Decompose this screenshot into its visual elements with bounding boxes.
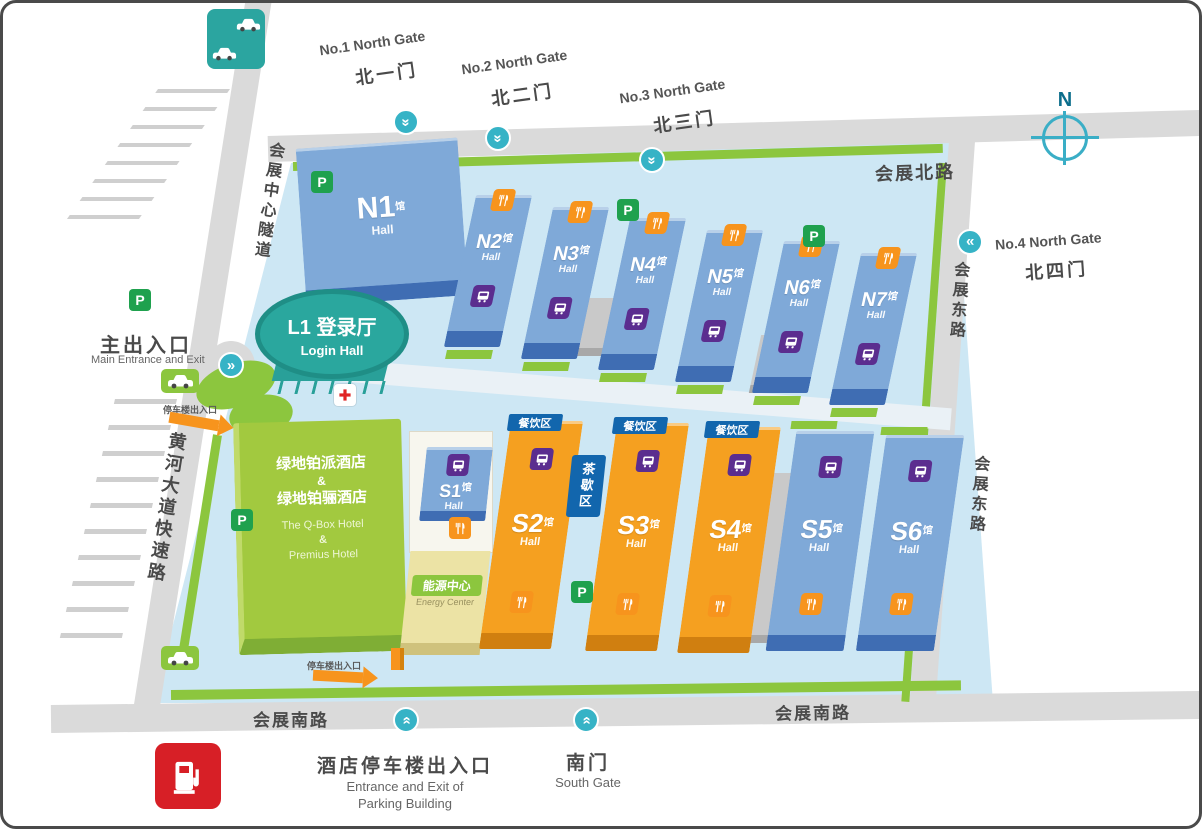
gate-label-north1-en: No.1 North Gate bbox=[318, 27, 427, 59]
shuttle-icon bbox=[817, 456, 843, 478]
gate-label-north1-zh: 北一门 bbox=[354, 59, 420, 89]
restaurant-icon bbox=[566, 201, 594, 223]
dining-area-label: 餐饮区 bbox=[703, 421, 761, 438]
shuttle-icon bbox=[907, 460, 933, 482]
restaurant-icon bbox=[643, 212, 671, 234]
south-gate-en: South Gate bbox=[555, 775, 621, 790]
parking-icon: P bbox=[311, 171, 333, 193]
shuttle-icon bbox=[529, 448, 555, 470]
lawn-bar bbox=[445, 350, 493, 359]
energy-center-label: 能源中心 bbox=[410, 575, 483, 596]
gate-arrow-north4: » bbox=[957, 229, 983, 255]
hotel-parking-zh: 酒店停车楼出入口 bbox=[316, 756, 493, 777]
main-entrance-zh: 主出入口 bbox=[100, 335, 192, 357]
car-icon bbox=[161, 646, 199, 670]
lawn-bar bbox=[790, 421, 838, 429]
ramp-block bbox=[391, 648, 404, 670]
dining-area-label: 餐饮区 bbox=[506, 414, 564, 431]
parking-ramp-label: 停车楼出入口 bbox=[307, 661, 362, 671]
lawn-bar bbox=[830, 408, 878, 417]
login-hall-canopy-legs bbox=[277, 381, 389, 394]
shuttle-icon bbox=[469, 285, 497, 307]
shuttle-icon bbox=[777, 331, 805, 353]
compass-north-label: N bbox=[1057, 89, 1073, 111]
energy-center-building: 能源中心 Energy Center bbox=[399, 551, 491, 655]
shuttle-icon bbox=[635, 450, 661, 472]
restaurant-icon bbox=[888, 593, 914, 615]
lawn-bar bbox=[753, 396, 801, 405]
hall-n1: N1馆 Hall bbox=[295, 137, 469, 307]
lawn-bar bbox=[522, 362, 570, 371]
tea-break-area: 茶歇区 bbox=[565, 455, 607, 517]
lawn-bar bbox=[880, 427, 928, 435]
shuttle-icon bbox=[726, 454, 753, 476]
restaurant-icon bbox=[874, 247, 902, 269]
restaurant-icon bbox=[449, 517, 471, 539]
car-icon bbox=[161, 369, 199, 393]
login-hall: L1 登录厅 Login Hall bbox=[255, 289, 409, 379]
dining-area-label: 餐饮区 bbox=[611, 417, 669, 434]
shuttle-icon bbox=[445, 454, 471, 476]
gate-label-north2-zh: 北二门 bbox=[490, 80, 556, 110]
hotel-label: 绿地铂派酒店 & 绿地铂骊酒店 The Q-Box Hotel & Premiu… bbox=[275, 453, 368, 562]
hotel-parking-en1: Entrance and Exit of bbox=[346, 779, 464, 794]
main-entrance-en: Main Entrance and Exit bbox=[91, 354, 205, 366]
parking-icon: P bbox=[571, 581, 593, 603]
gate-arrow-south: » bbox=[573, 707, 599, 733]
road-label-north: 会展北路 bbox=[874, 161, 956, 185]
road-label-east: 会展东路 bbox=[966, 454, 989, 536]
gate-label-north3-en: No.3 North Gate bbox=[618, 75, 727, 107]
gate-label-north2-en: No.2 North Gate bbox=[460, 46, 569, 78]
restaurant-icon bbox=[509, 591, 535, 613]
hotel-parking-en2: Parking Building bbox=[358, 796, 452, 811]
road-label-south: 会展南路 bbox=[774, 703, 852, 724]
lawn-bar bbox=[676, 385, 724, 394]
gate-label-north4-en: No.4 North Gate bbox=[994, 229, 1103, 253]
hotel-building: 绿地铂派酒店 & 绿地铂骊酒店 The Q-Box Hotel & Premiu… bbox=[232, 418, 408, 656]
parking-icon: P bbox=[803, 225, 825, 247]
south-gate-zh: 南门 bbox=[565, 753, 610, 774]
restaurant-icon bbox=[615, 593, 641, 615]
shuttle-icon bbox=[546, 297, 574, 319]
restaurant-icon bbox=[720, 224, 748, 246]
parking-icon: P bbox=[617, 199, 639, 221]
lawn-bar bbox=[599, 373, 647, 382]
gate-arrow-main-entrance: » bbox=[218, 352, 244, 378]
gate-label-north4-zh: 北四门 bbox=[1024, 258, 1089, 284]
restaurant-icon bbox=[707, 595, 733, 617]
compass-circle bbox=[1042, 115, 1088, 161]
gate-arrow-north3: » bbox=[639, 147, 665, 173]
fuel-station-icon bbox=[155, 743, 221, 809]
shuttle-icon bbox=[623, 308, 651, 330]
medical-cross-icon bbox=[334, 384, 356, 406]
gate-arrow-north2: » bbox=[485, 125, 511, 151]
road-label-south: 会展南路 bbox=[253, 711, 329, 730]
parking-icon: P bbox=[129, 289, 151, 311]
elevated-ramp-northwest bbox=[62, 89, 230, 225]
parking-garage-icon bbox=[207, 9, 265, 69]
gate-arrow-parking-south: » bbox=[393, 707, 419, 733]
parking-icon: P bbox=[231, 509, 253, 531]
parking-ramp-label: 停车楼出入口 bbox=[163, 405, 218, 415]
shuttle-icon bbox=[700, 320, 728, 342]
gate-arrow-north1: » bbox=[393, 109, 419, 135]
shuttle-icon bbox=[854, 343, 882, 365]
restaurant-icon bbox=[489, 189, 517, 211]
restaurant-icon bbox=[798, 593, 824, 615]
road-label-east: 会展东路 bbox=[946, 260, 969, 342]
compass: N bbox=[1031, 89, 1099, 175]
